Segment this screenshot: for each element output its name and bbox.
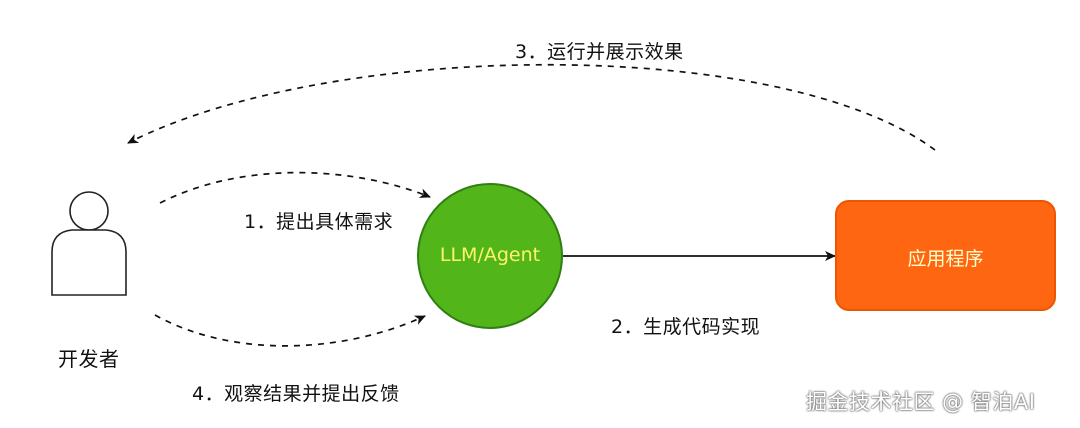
watermark-text: 掘金技术社区 @ 智泊AI xyxy=(806,390,1036,414)
llm-node-label: LLM/Agent xyxy=(439,244,541,266)
edge-step3-arrow xyxy=(127,63,936,151)
developer-label: 开发者 xyxy=(58,347,120,371)
app-node-label: 应用程序 xyxy=(907,248,984,270)
step4-label: 4．观察结果并提出反馈 xyxy=(192,383,400,405)
user-icon xyxy=(51,191,127,296)
step1-label: 1．提出具体需求 xyxy=(244,211,394,233)
app-node xyxy=(835,200,1056,311)
step3-label: 3．运行并展示效果 xyxy=(515,41,684,63)
step2-label: 2．生成代码实现 xyxy=(611,316,761,338)
edge-step1-arrow xyxy=(159,171,431,204)
llm-node xyxy=(417,183,563,329)
edge-step4-arrow xyxy=(154,314,426,347)
